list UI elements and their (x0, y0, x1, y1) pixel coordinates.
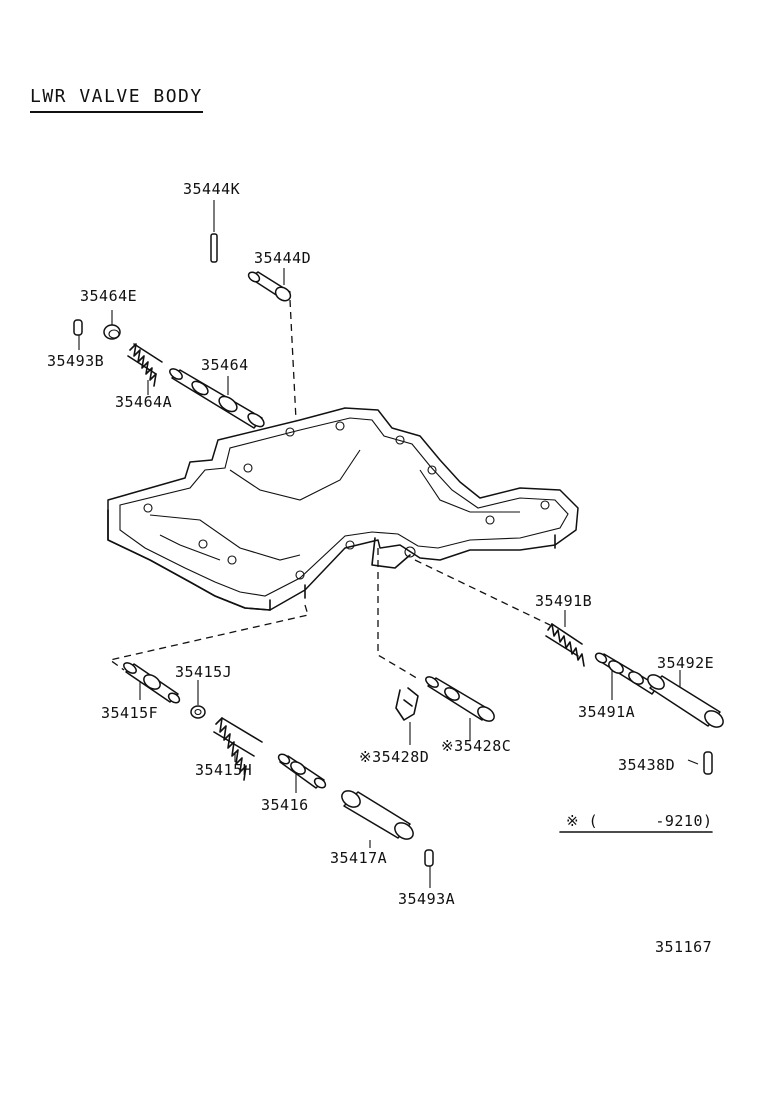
label-35416: 35416 (261, 796, 309, 814)
leader-lines (78, 200, 699, 888)
part-35415H-spring (213, 717, 263, 781)
part-35415J-washer (190, 705, 206, 719)
part-35493B-pin (73, 319, 83, 336)
label-35491A: 35491A (578, 703, 636, 721)
label-35493A: 35493A (398, 890, 456, 908)
label-35464A: 35464A (115, 393, 173, 411)
label-35438D: 35438D (618, 756, 676, 774)
label-35428D: ※35428D (359, 748, 430, 766)
label-35417A: 35417A (330, 849, 388, 867)
footnote-date-range: ※ ( -9210) (566, 812, 713, 830)
label-35415H: 35415H (195, 761, 253, 779)
part-35416-plunger (277, 753, 327, 789)
label-35491B: 35491B (535, 592, 593, 610)
label-35415J: 35415J (175, 663, 233, 681)
label-35493B: 35493B (47, 352, 105, 370)
part-35493A-pin (424, 849, 434, 867)
diagram-number: 351167 (655, 938, 713, 956)
label-35415F: 35415F (101, 704, 159, 722)
part-35464-valve (169, 368, 265, 429)
part-35491B-spring (545, 623, 585, 667)
label-35492E: 35492E (657, 654, 715, 672)
part-35444D-plunger (247, 271, 292, 302)
label-35464: 35464 (201, 356, 249, 374)
part-35464A-spring (127, 343, 163, 387)
part-35491A-valve (594, 652, 659, 695)
part-35444K-pin (210, 233, 218, 263)
label-35444K: 35444K (183, 180, 241, 198)
part-35492E-sleeve (647, 674, 724, 728)
part-35428C-valve (425, 676, 495, 722)
part-35415F-valve (123, 662, 181, 704)
assembly-dashed-lines (108, 299, 551, 681)
diagram-title: LWR VALVE BODY (30, 86, 203, 113)
part-35428D-clip (395, 687, 419, 721)
part-35464E-plug (103, 324, 121, 340)
part-35417A-sleeve (341, 790, 414, 840)
label-35428C: ※35428C (441, 737, 512, 755)
label-35464E: 35464E (80, 287, 138, 305)
valve-body-housing (107, 407, 579, 611)
part-35438D-pin (703, 751, 713, 775)
label-35444D: 35444D (254, 249, 312, 267)
